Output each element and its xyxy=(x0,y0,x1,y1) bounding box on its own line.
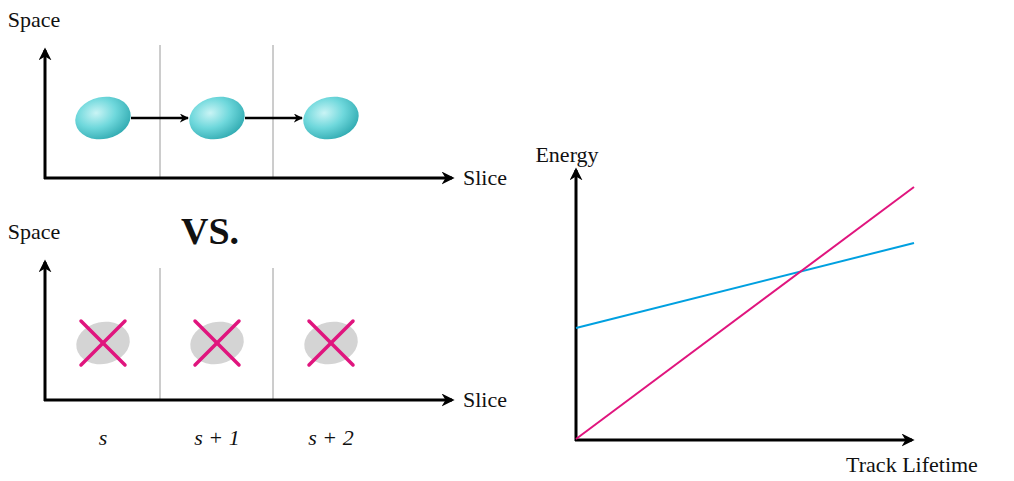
top-panel xyxy=(44,45,452,179)
slice-index: s + 1 xyxy=(194,426,239,450)
slice-index: s + 2 xyxy=(308,426,353,450)
axis-label: Track Lifetime xyxy=(846,453,978,477)
versus-label: VS. xyxy=(181,211,239,253)
axis-label: Space xyxy=(8,220,61,244)
slice-index: s xyxy=(99,426,108,450)
axis-label: Energy xyxy=(535,143,598,167)
energy-chart xyxy=(575,170,914,441)
axis-label: Slice xyxy=(463,388,507,412)
axis-label: Slice xyxy=(463,166,507,190)
axis-label: Space xyxy=(8,8,61,32)
bottom-panel xyxy=(44,262,452,401)
